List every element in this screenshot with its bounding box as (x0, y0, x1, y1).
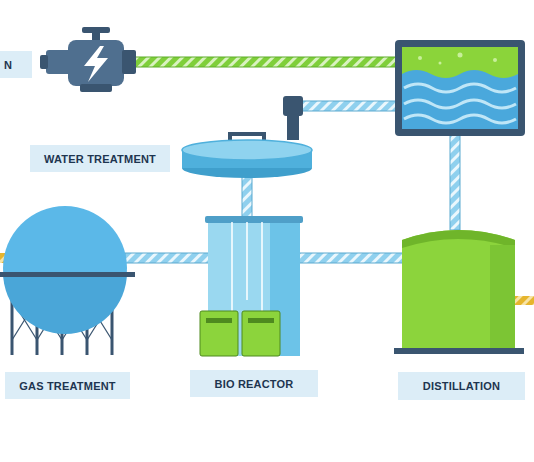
label-text: DISTILLATION (423, 380, 500, 392)
treatment-basin (182, 134, 312, 178)
label-text: WATER TREATMENT (44, 153, 156, 165)
water-pipe (300, 101, 396, 111)
green-pipe (133, 57, 397, 67)
storage-tank (395, 40, 525, 136)
gas-pipe (298, 253, 404, 263)
pipe-elbow (287, 116, 299, 140)
label-text: BIO REACTOR (214, 378, 293, 390)
distillation-tank (394, 230, 524, 354)
label-box: BIO REACTOR (190, 370, 318, 397)
bio-reactor (200, 216, 303, 356)
gas-pipe (125, 253, 210, 263)
label-box: N (0, 51, 32, 78)
label-box: GAS TREATMENT (5, 372, 130, 399)
water-pipe (242, 176, 252, 220)
engine-icon (40, 27, 136, 92)
yellow-pipe (514, 296, 534, 305)
water-pipe (450, 134, 460, 230)
label-box: WATER TREATMENT (30, 145, 170, 172)
label-text: GAS TREATMENT (19, 380, 116, 392)
label-text: N (4, 59, 12, 71)
gas-sphere (0, 206, 135, 355)
label-box: DISTILLATION (398, 372, 525, 400)
pipe-elbow (283, 96, 303, 116)
